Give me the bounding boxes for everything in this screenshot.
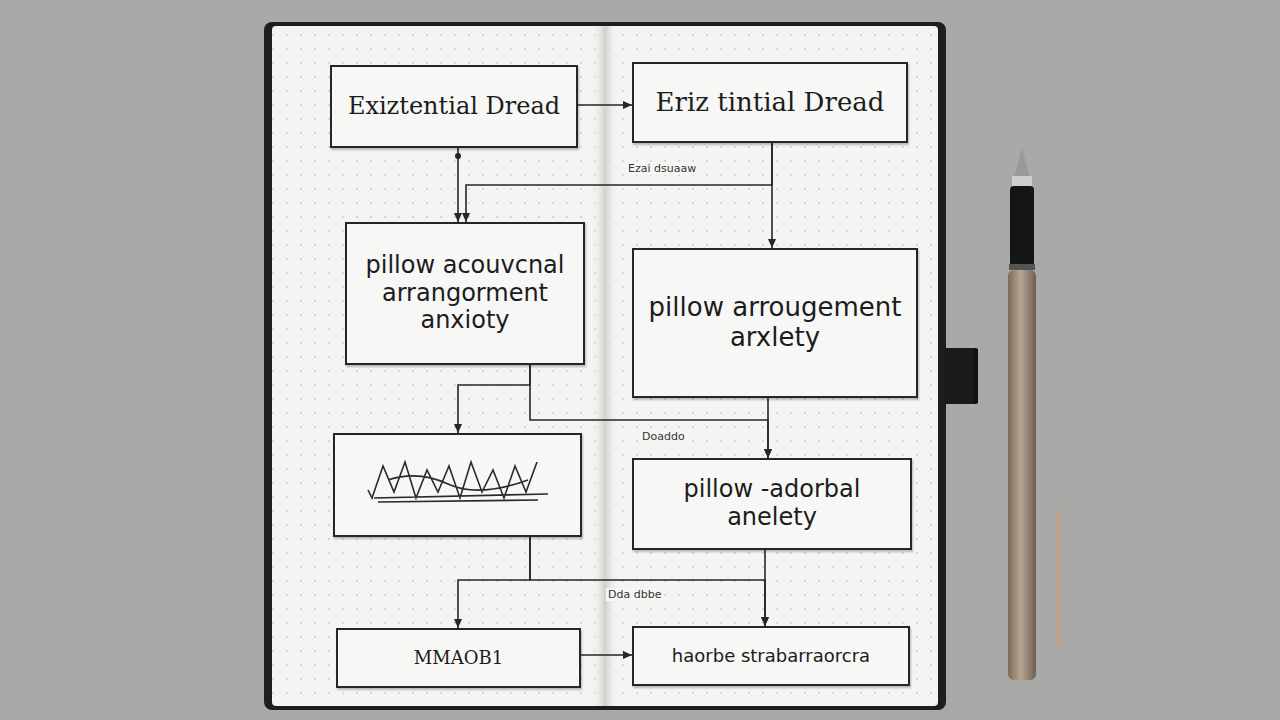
flow-arrow: [764, 550, 766, 626]
bookmark-tab: [944, 348, 974, 404]
process-box: [333, 433, 582, 537]
flow-arrow: [581, 654, 632, 656]
box-text: Eriz tintial Dread: [656, 88, 885, 118]
process-box: pillow arrougement arxlety: [632, 248, 918, 398]
process-box: haorbe strabarraorcra: [632, 626, 910, 686]
flow-arrow: [578, 104, 632, 106]
flow-arrow: [767, 398, 769, 458]
box-text: pillow acouvcnal arrangorment anxioty: [357, 252, 573, 335]
flow-arrow: [457, 148, 459, 222]
process-box: pillow -adorbal anelety: [632, 458, 912, 550]
note-label: Dda dbbe: [606, 588, 663, 601]
box-text: MMAOB1: [414, 648, 503, 669]
flow-arrow: [458, 365, 530, 433]
fountain-pen: [1008, 148, 1062, 680]
flow-arrow: [458, 537, 530, 628]
notebook-cover: [264, 22, 946, 710]
flow-arrow: [466, 143, 772, 222]
process-box: pillow acouvcnal arrangorment anxioty: [345, 222, 585, 365]
notebook-page: [272, 26, 938, 706]
note-label: Ezai dsuaaw: [626, 162, 698, 175]
box-text: pillow -adorbal anelety: [644, 476, 900, 531]
box-text: pillow arrougement arxlety: [644, 293, 906, 353]
box-text: haorbe strabarraorcra: [672, 646, 870, 667]
dot-grid: [272, 26, 938, 706]
flow-arrow: [530, 537, 765, 626]
box-text: Exiztential Dread: [348, 93, 560, 121]
process-box: MMAOB1: [336, 628, 581, 688]
page-spine: [592, 26, 618, 706]
note-label: Doaddo: [640, 430, 687, 443]
scribble: [358, 450, 558, 520]
process-box: Exiztential Dread: [330, 65, 578, 148]
process-box: Eriz tintial Dread: [632, 62, 908, 143]
